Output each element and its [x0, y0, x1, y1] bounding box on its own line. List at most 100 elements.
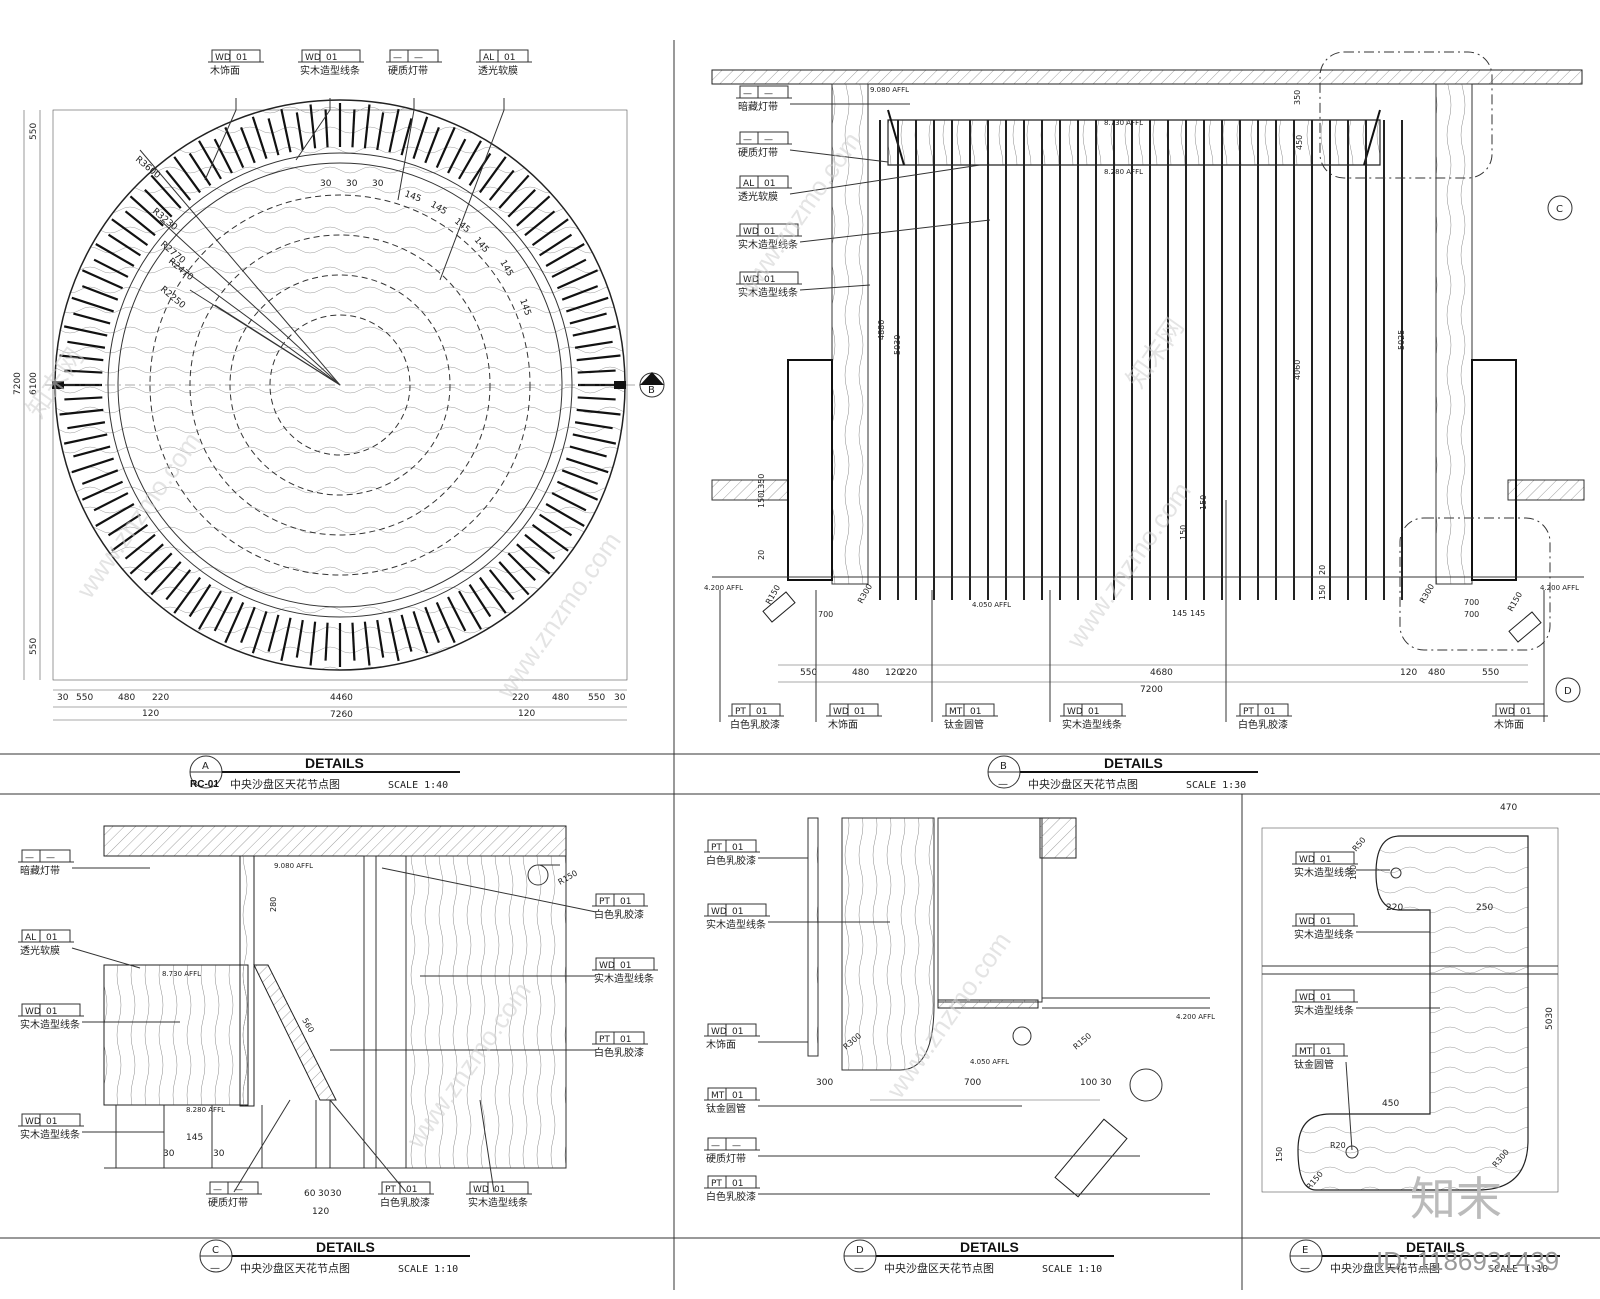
svg-text:7260: 7260: [330, 710, 353, 720]
tag-number: 01: [620, 897, 631, 907]
title-block-d: D — DETAILS 中央沙盘区天花节点图 SCALE 1:10: [843, 1239, 1114, 1275]
material-tag: ——硬质灯带: [206, 1181, 262, 1209]
fin: [576, 354, 621, 362]
fin: [545, 503, 585, 527]
panel-b-levels: 9.080 AFFL 8.730 AFFL 8.280 AFFL 4.200 A…: [704, 86, 1579, 609]
svg-text:9.080 AFFL: 9.080 AFFL: [274, 862, 313, 870]
fin: [63, 325, 108, 337]
tag-label: 硬质灯带: [388, 65, 428, 77]
fin: [516, 543, 551, 575]
svg-text:120: 120: [885, 668, 902, 678]
svg-text:4880: 4880: [877, 320, 886, 340]
svg-text:R50: R50: [1351, 835, 1368, 853]
tag-number: 01: [620, 1035, 631, 1045]
watermark-logo: 知末: [1410, 1173, 1502, 1225]
fin: [173, 156, 201, 194]
svg-text:8.730 AFFL: 8.730 AFFL: [1104, 119, 1143, 127]
fin: [224, 601, 245, 644]
fin: [507, 552, 536, 581]
tag-code: PT: [385, 1185, 396, 1195]
fin: [561, 285, 599, 301]
svg-text:120: 120: [518, 709, 535, 719]
svg-text:D: D: [856, 1245, 864, 1256]
fin: [412, 116, 429, 159]
tag-code: WD: [215, 53, 231, 63]
tag-label: 硬质灯带: [706, 1153, 746, 1165]
fin: [67, 340, 106, 349]
svg-text:—: —: [854, 1263, 864, 1274]
tag-label: 实木造型线条: [594, 972, 654, 985]
svg-text:知末网: 知末网: [1120, 312, 1189, 393]
svg-text:SCALE 1:10: SCALE 1:10: [1042, 1264, 1102, 1275]
fin: [351, 109, 356, 148]
fin: [539, 513, 573, 537]
svg-text:120: 120: [142, 709, 159, 719]
fin: [574, 421, 613, 430]
svg-text:R150: R150: [1506, 590, 1524, 613]
svg-text:R300: R300: [1418, 582, 1436, 605]
tag-code: —: [711, 1141, 720, 1151]
svg-text:700: 700: [818, 610, 833, 619]
tag-label: 实木造型线条: [1294, 866, 1354, 879]
tag-label: 白色乳胶漆: [594, 1046, 644, 1059]
fin: [498, 174, 530, 209]
fin: [572, 433, 617, 445]
svg-text:150: 150: [1199, 495, 1208, 510]
fin: [95, 243, 135, 267]
fin: [309, 104, 317, 149]
svg-text:150: 150: [1179, 525, 1188, 540]
svg-text:C: C: [212, 1245, 219, 1256]
fin: [468, 584, 492, 618]
fin: [458, 140, 482, 180]
fin: [111, 524, 149, 552]
fin: [400, 118, 413, 156]
fin: [545, 243, 585, 267]
svg-text:220: 220: [1386, 903, 1403, 913]
tag-number: 01: [764, 179, 775, 189]
tag-number: 01: [236, 53, 247, 63]
svg-text:SCALE 1:10: SCALE 1:10: [398, 1264, 458, 1275]
svg-text:30: 30: [614, 693, 626, 703]
tag-number: 01: [406, 1185, 417, 1195]
fin: [569, 445, 607, 458]
tag-label: 暗藏灯带: [20, 864, 60, 877]
svg-text:DETAILS: DETAILS: [305, 755, 364, 771]
tag-number: —: [764, 89, 773, 99]
svg-text:SCALE 1:30: SCALE 1:30: [1186, 780, 1246, 791]
tag-label: 实木造型线条: [738, 238, 798, 251]
svg-text:30: 30: [57, 693, 69, 703]
fin: [150, 174, 182, 209]
svg-text:280: 280: [269, 897, 278, 912]
fin: [566, 457, 609, 474]
svg-text:4.200 AFFL: 4.200 AFFL: [1176, 1013, 1215, 1021]
fin: [551, 258, 587, 278]
sheet-frame: [0, 40, 1600, 1290]
svg-text:550: 550: [29, 123, 39, 140]
svg-text:4.200 AFFL: 4.200 AFFL: [1540, 584, 1579, 592]
radial-fins: [58, 103, 622, 667]
fin: [124, 533, 156, 560]
fin: [73, 445, 111, 458]
tag-label: 实木造型线条: [738, 286, 798, 299]
fin: [577, 396, 616, 401]
svg-text:145: 145: [1190, 609, 1205, 618]
fin: [251, 611, 268, 654]
svg-text:145: 145: [1172, 609, 1187, 618]
tag-number: 01: [620, 961, 631, 971]
svg-text:300: 300: [816, 1078, 833, 1088]
fin: [107, 513, 141, 537]
svg-text:DETAILS: DETAILS: [316, 1239, 375, 1255]
fin: [458, 590, 482, 630]
tag-code: —: [393, 53, 402, 63]
